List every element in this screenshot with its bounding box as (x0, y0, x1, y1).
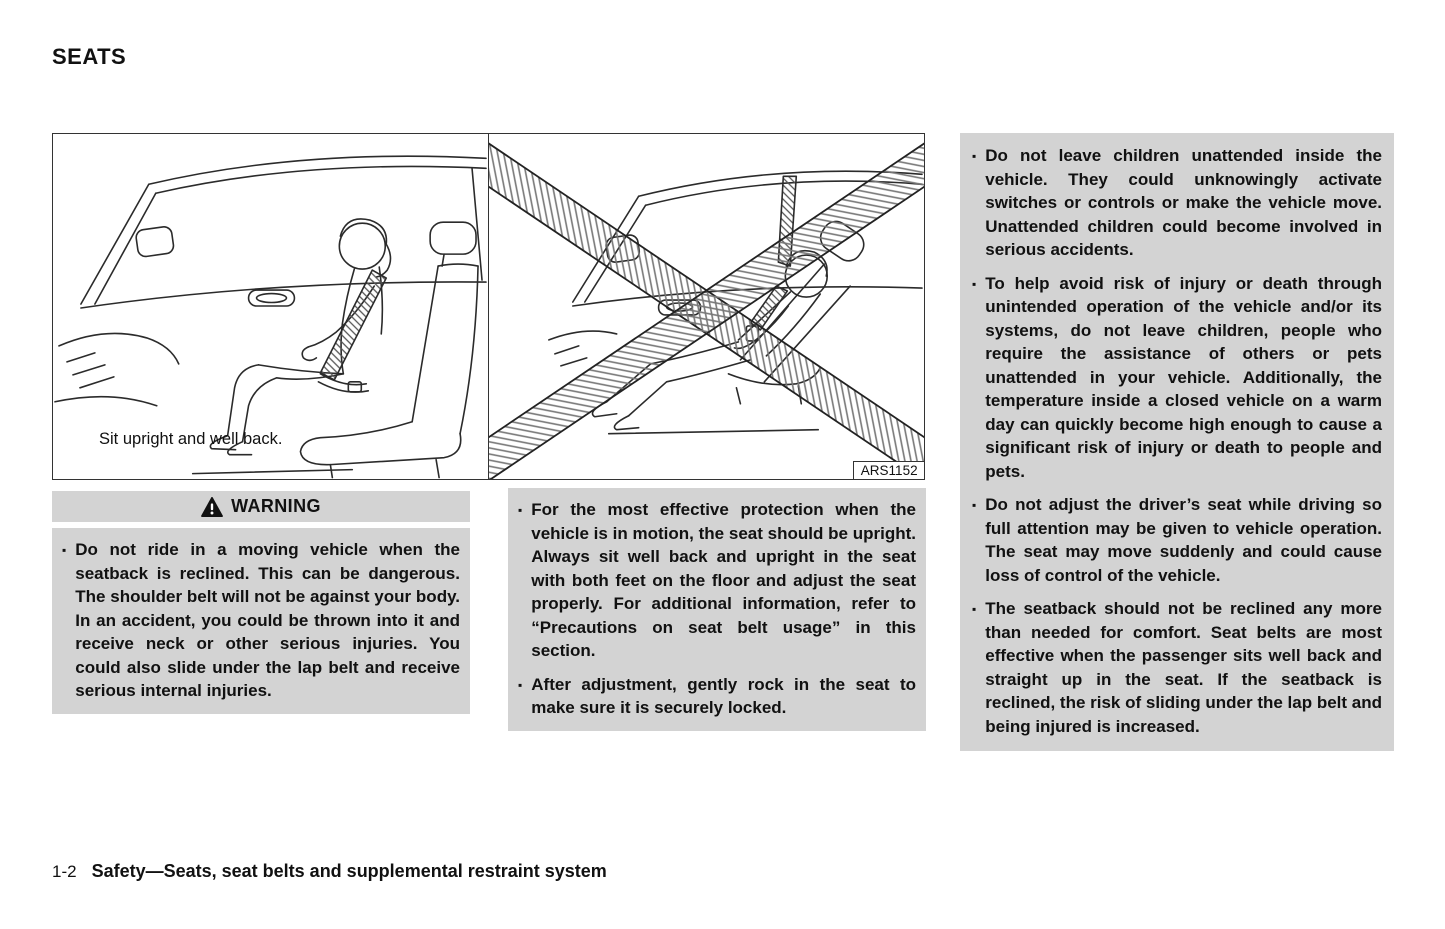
warning-body: ▪ Do not ride in a moving vehicle when t… (52, 528, 470, 714)
body-text: Do not leave children unattended inside … (985, 146, 1382, 259)
warning-column: WARNING ▪ Do not ride in a moving vehicl… (52, 491, 470, 714)
list-item: ▪ Do not adjust the driver’s seat while … (972, 493, 1382, 587)
page-number: 1-2 (52, 862, 77, 881)
reclined-seating-crossed-out-illustration (489, 134, 924, 479)
bullet-icon: ▪ (972, 498, 977, 512)
cross-out-x-mark (489, 134, 924, 479)
body-text: The seatback should not be reclined any … (985, 599, 1382, 736)
list-item: ▪ Do not ride in a moving vehicle when t… (62, 538, 460, 703)
bullet-icon: ▪ (518, 677, 523, 692)
figure-left-panel: Sit upright and well back. (53, 134, 489, 479)
page-title: SEATS (52, 44, 127, 69)
right-column: ▪ Do not leave children unattended insid… (960, 133, 1394, 751)
list-item: ▪ For the most effective protection when… (518, 498, 916, 663)
list-item: ▪ After adjustment, gently rock in the s… (518, 673, 916, 720)
middle-column: ▪ For the most effective protection when… (508, 488, 926, 731)
warning-text: Do not ride in a moving vehicle when the… (75, 540, 460, 700)
car-interior-sketch (54, 155, 487, 479)
warning-triangle-icon (201, 496, 224, 517)
figure-right-panel: ARS1152 (489, 134, 924, 479)
body-text: After adjustment, gently rock in the sea… (531, 674, 916, 718)
figure-caption: Sit upright and well back. (99, 430, 283, 448)
bullet-icon: ▪ (972, 602, 977, 616)
list-item: ▪ The seatback should not be reclined an… (972, 597, 1382, 738)
list-item: ▪ To help avoid risk of injury or death … (972, 272, 1382, 484)
warning-title: WARNING (231, 496, 321, 516)
warning-header: WARNING (52, 491, 470, 522)
bullet-icon: ▪ (62, 543, 67, 557)
list-item: ▪ Do not leave children unattended insid… (972, 144, 1382, 262)
figure-id-label: ARS1152 (852, 460, 924, 479)
belt-buckle (347, 381, 363, 393)
body-text: For the most effective protection when t… (531, 500, 916, 660)
upright-seating-illustration (54, 155, 487, 479)
bullet-icon: ▪ (972, 276, 977, 291)
seated-person-sketch (209, 218, 392, 456)
bullet-icon: ▪ (518, 503, 523, 517)
body-text: To help avoid risk of injury or death th… (985, 273, 1382, 481)
page-footer: 1-2 Safety—Seats, seat belts and supplem… (52, 861, 607, 882)
body-text: Do not adjust the driver’s seat while dr… (985, 495, 1382, 585)
bullet-icon: ▪ (972, 149, 977, 163)
footer-title: Safety—Seats, seat belts and supplementa… (91, 861, 607, 881)
figure-box: Sit upright and well back. (52, 133, 925, 480)
shoulder-belt (319, 269, 388, 381)
